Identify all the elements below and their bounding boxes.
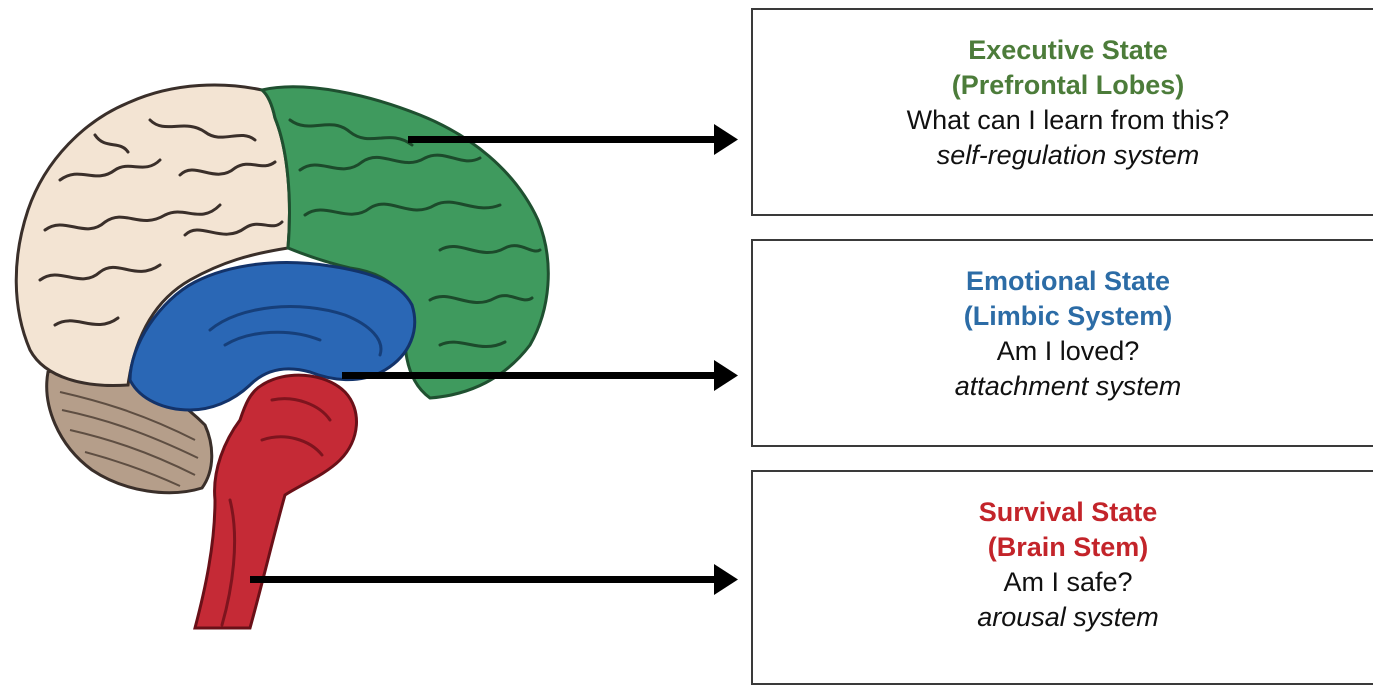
prefrontal-folds	[288, 118, 542, 348]
limbic-folds	[208, 305, 383, 357]
arrow-executive	[408, 124, 738, 155]
emotional-state-system: attachment system	[954, 371, 1182, 401]
emotional-state-title: Emotional State	[965, 266, 1171, 296]
emotional-state-question: Am I loved?	[996, 336, 1140, 366]
brainstem	[193, 373, 358, 630]
survival-state-title: Survival State	[978, 497, 1158, 527]
prefrontal-lobe	[258, 85, 550, 400]
survival-state-question: Am I safe?	[1003, 567, 1133, 597]
executive-state-title: Executive State	[968, 35, 1168, 65]
survival-state-box: Survival State (Brain Stem) Am I safe? a…	[751, 470, 1373, 685]
executive-state-box: Executive State (Prefrontal Lobes) What …	[751, 8, 1373, 216]
arrow-emotional	[342, 360, 738, 391]
arrow-survival	[250, 564, 738, 595]
cortex-folds	[38, 118, 284, 327]
survival-state-system: arousal system	[977, 602, 1159, 632]
cerebellum-folds	[59, 391, 199, 487]
executive-state-subtitle: (Prefrontal Lobes)	[951, 70, 1185, 100]
emotional-state-subtitle: (Limbic System)	[963, 301, 1173, 331]
brainstem-folds	[220, 397, 332, 627]
executive-state-question: What can I learn from this?	[906, 105, 1230, 135]
executive-state-system: self-regulation system	[936, 140, 1200, 170]
brain-illustration	[14, 83, 738, 630]
emotional-state-box: Emotional State (Limbic System) Am I lov…	[751, 239, 1373, 447]
survival-state-subtitle: (Brain Stem)	[987, 532, 1149, 562]
